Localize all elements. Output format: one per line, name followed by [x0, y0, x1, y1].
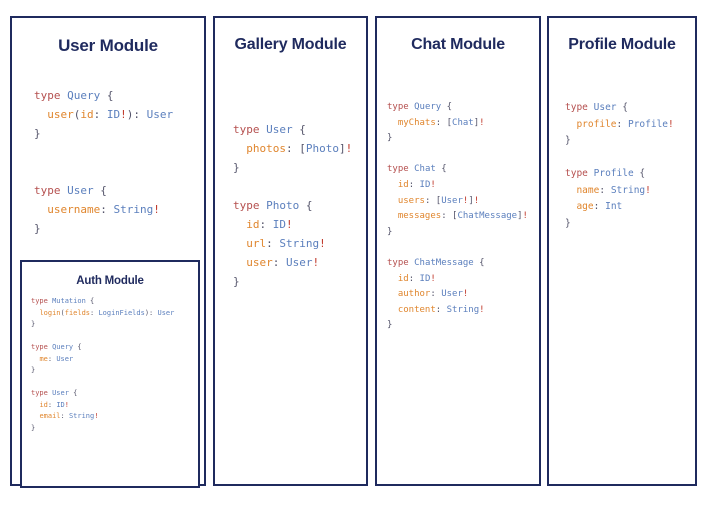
- module-title-gallery: Gallery Module: [234, 36, 347, 53]
- module-title-profile: Profile Module: [568, 36, 676, 53]
- module-title-chat: Chat Module: [411, 36, 505, 53]
- module-title-user: User Module: [58, 36, 158, 55]
- module-card-user[interactable]: User Module type Query { user(id: ID!): …: [10, 16, 206, 488]
- module-code-gallery: type User { photos: [Photo]! } type Phot…: [233, 123, 353, 288]
- module-card-chat[interactable]: Chat Module type Query { myChats: [Chat]…: [375, 16, 541, 486]
- module-code-chat: type Query { myChats: [Chat]! } type Cha…: [387, 102, 528, 331]
- module-code-profile: type User { profile: Profile! } type Pro…: [565, 102, 674, 229]
- module-code-user: type Query { user(id: ID!): User } type …: [34, 89, 174, 235]
- module-title-auth: Auth Module: [76, 275, 144, 287]
- module-card-profile[interactable]: Profile Module type User { profile: Prof…: [547, 16, 697, 486]
- module-card-gallery[interactable]: Gallery Module type User { photos: [Phot…: [213, 16, 368, 486]
- module-card-auth[interactable]: Auth Module type Mutation { login(fields…: [20, 260, 200, 488]
- module-code-auth: type Mutation { login(fields: LoginField…: [31, 297, 175, 432]
